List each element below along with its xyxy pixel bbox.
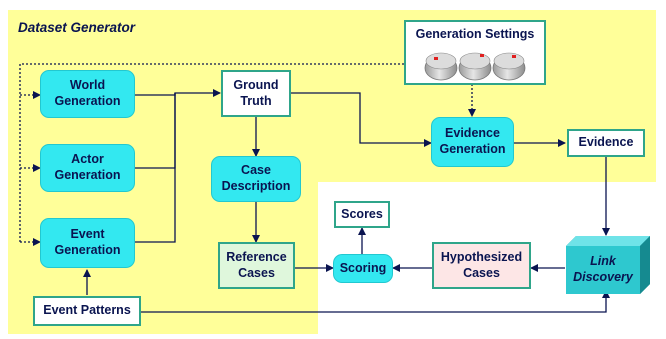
- event-to-truth: [135, 93, 176, 243]
- knob-icon-1: [424, 52, 458, 81]
- knob-icon-3: [492, 52, 526, 81]
- evidence-generation-box: Evidence Generation: [431, 117, 514, 167]
- event-patterns-box: Event Patterns: [33, 296, 141, 326]
- actor-generation-box: Actor Generation: [40, 144, 135, 192]
- event-generation-box: Event Generation: [40, 218, 135, 268]
- case-description-box: Case Description: [211, 156, 301, 202]
- diagram-title: Dataset Generator: [18, 20, 136, 35]
- scores-box: Scores: [334, 201, 390, 228]
- scoring-box: Scoring: [333, 254, 393, 283]
- hypothesized-cases-box: Hypothesized Cases: [432, 242, 531, 289]
- generation-settings-label: Generation Settings: [415, 27, 535, 41]
- knob-icon-2: [458, 52, 492, 81]
- ground-truth-box: Ground Truth: [221, 70, 291, 117]
- settings-dotted-line: [19, 63, 412, 242]
- link-discovery-label: Link Discovery: [573, 254, 633, 284]
- reference-cases-box: Reference Cases: [218, 242, 295, 289]
- evidence-box: Evidence: [567, 129, 645, 157]
- patterns-to-link: [140, 290, 610, 313]
- truth-to-evidence-gen: [291, 92, 432, 147]
- world-generation-box: World Generation: [40, 70, 135, 118]
